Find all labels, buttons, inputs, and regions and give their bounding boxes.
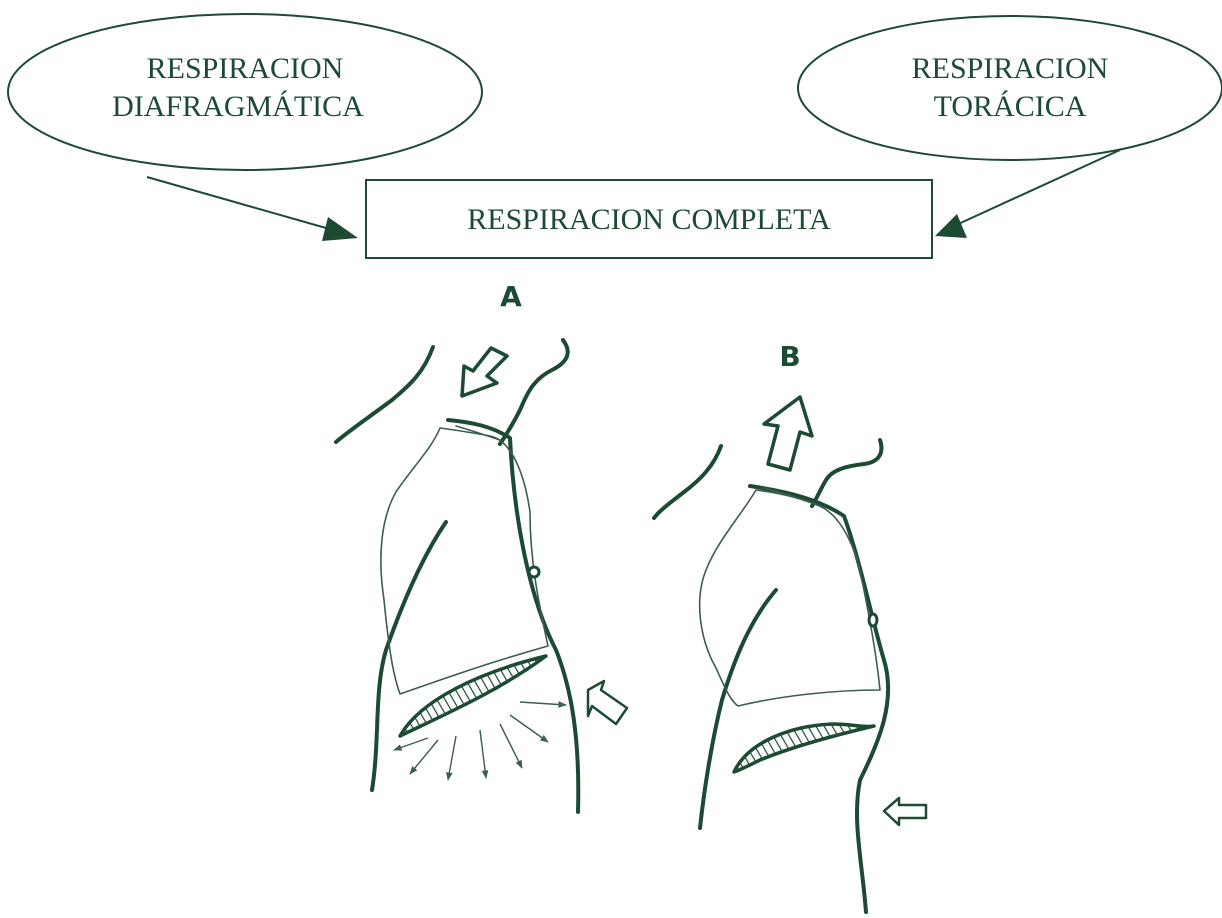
figure-a-thoracic-cavity <box>381 428 548 694</box>
figure-b-vertebra-marker <box>869 614 877 626</box>
node-thoracic-breathing: RESPIRACION TORÁCICA <box>798 16 1222 160</box>
figure-a-back-outline <box>448 420 578 812</box>
node-thoracic-line2: TORÁCICA <box>934 90 1087 123</box>
figure-b-neck-outline <box>812 440 881 506</box>
figure-a-vertebra-marker <box>529 567 539 577</box>
node-complete-breathing: RESPIRACION COMPLETA <box>366 180 932 258</box>
figure-a-abdomen-arrow <box>588 681 627 724</box>
figure-b-abdomen-arrow <box>884 798 926 825</box>
node-diaphragmatic-line2: DIAFRAGMÁTICA <box>112 90 364 123</box>
figure-b-label: B <box>779 340 800 373</box>
node-complete-label: RESPIRACION COMPLETA <box>467 203 831 236</box>
figure-a-air-in-arrow <box>462 348 507 396</box>
node-diaphragmatic-line1: RESPIRACION <box>147 52 344 85</box>
figure-b-thoracic-cavity <box>700 490 880 706</box>
figure-a-neck-outline <box>500 340 568 444</box>
arrow-diaphragmatic-to-complete <box>147 177 358 241</box>
figure-a-label: A <box>500 280 522 313</box>
figure-b-exhalation: B <box>654 340 926 912</box>
figure-b-diaphragm-raised <box>734 724 874 772</box>
figure-a-inhalation: A <box>336 280 627 812</box>
node-thoracic-line1: RESPIRACION <box>912 52 1109 85</box>
figure-a-diaphragm-lowered <box>400 656 546 736</box>
node-diaphragmatic-breathing: RESPIRACION DIAFRAGMÁTICA <box>8 14 482 170</box>
figure-a-face-outline <box>336 347 433 442</box>
figure-b-front-outline <box>700 590 776 828</box>
figure-b-face-outline <box>654 446 721 518</box>
figure-a-front-outline <box>372 522 446 790</box>
figure-b-air-out-arrow <box>764 397 812 470</box>
arrow-thoracic-to-complete <box>935 150 1120 238</box>
